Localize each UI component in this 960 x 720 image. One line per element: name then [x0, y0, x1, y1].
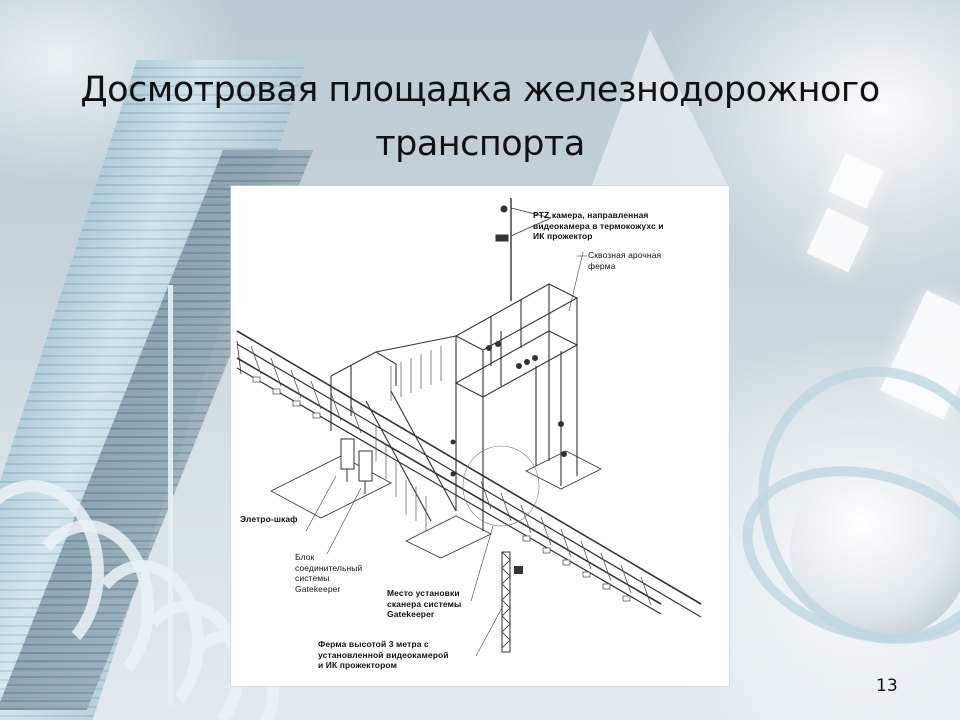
label-scanner-location: Место установки сканера системы Gatekeep… — [387, 588, 462, 619]
slide-page-number: 13 — [876, 676, 898, 696]
slide-title-line-1: Досмотровая площадка железнодорожного — [80, 70, 880, 111]
background-cube — [806, 207, 870, 273]
label-gatekeeper-block: Блок соединительный системы Gatekeeper — [295, 552, 363, 594]
lattice-truss-tower — [501, 551, 523, 653]
label-arch-truss: Сквозная арочная ферма — [588, 250, 662, 271]
electrical-cabinets — [340, 438, 373, 494]
label-truss-3m: Ферма высотой 3 метра с установленной ви… — [318, 639, 449, 670]
isometric-line-drawing — [236, 198, 702, 657]
railway-track — [236, 330, 702, 618]
slide-title: Досмотровая площадка железнодорожного тр… — [0, 63, 960, 171]
inspection-platform-diagram: PTZ камера, направленная видеокамера в т… — [231, 186, 729, 686]
arch-truss-gantry — [270, 283, 602, 559]
background-light-shape — [590, 30, 730, 190]
background-pole — [168, 285, 173, 705]
camera-mast — [495, 198, 552, 301]
label-electric-cabinet: Элетро-шкаф — [240, 514, 298, 524]
callout-leader-lines — [305, 251, 587, 657]
label-ptz-camera: PTZ камера, направленная видеокамера в т… — [533, 210, 664, 241]
background-globe — [790, 460, 960, 640]
slide-title-line-2: транспорта — [375, 124, 585, 165]
